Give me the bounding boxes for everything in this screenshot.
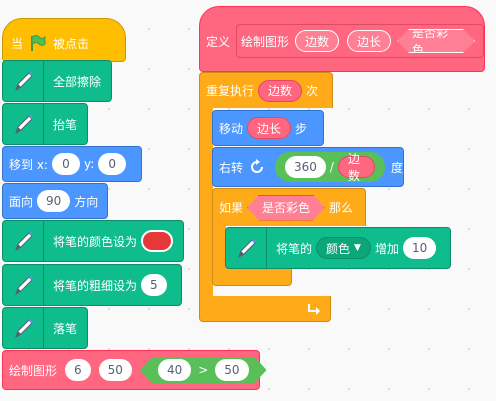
divide-operator[interactable]: 360 / 边数 bbox=[275, 152, 385, 183]
set-size-label: 将笔的粗细设为 bbox=[53, 278, 138, 293]
rotate-right-icon bbox=[249, 159, 265, 175]
set-pen-color-block[interactable]: 将笔的颜色设为 bbox=[2, 220, 184, 262]
define-name: 绘制图形 bbox=[241, 34, 290, 49]
if-block[interactable]: 如果 是否彩色 那么 bbox=[212, 188, 366, 226]
point-in-direction-block[interactable]: 面向 90 方向 bbox=[2, 183, 108, 219]
pen-up-label: 抬笔 bbox=[53, 117, 78, 132]
turn-label: 右转 bbox=[219, 160, 244, 175]
pen-param-value: 颜色 bbox=[326, 241, 351, 256]
greater-than-operator[interactable]: 40 > 50 bbox=[140, 357, 267, 383]
draw-shape-call-block[interactable]: 绘制图形 6 50 40 > 50 bbox=[2, 350, 260, 390]
turn-number-input[interactable]: 360 bbox=[285, 156, 326, 178]
param-is-colorful[interactable]: 是否彩色 bbox=[397, 29, 475, 53]
repeat-arm bbox=[199, 107, 213, 305]
call-arg-length[interactable]: 50 bbox=[98, 359, 132, 381]
erase-all-label: 全部擦除 bbox=[53, 74, 102, 89]
define-prototype: 绘制图形 边数 边长 是否彩色 bbox=[236, 24, 484, 58]
y-label: y: bbox=[83, 157, 95, 171]
set-color-label: 将笔的颜色设为 bbox=[53, 234, 138, 249]
go-to-xy-block[interactable]: 移到 x: 0 y: 0 bbox=[2, 146, 142, 182]
pen-icon bbox=[226, 228, 267, 268]
pen-up-block[interactable]: 抬笔 bbox=[2, 103, 88, 145]
set-pen-size-block[interactable]: 将笔的粗细设为 5 bbox=[2, 264, 182, 306]
x-input[interactable]: 0 bbox=[51, 153, 80, 175]
move-label: 移动 bbox=[219, 121, 244, 136]
then-label: 那么 bbox=[329, 201, 354, 215]
turn-suffix: 度 bbox=[390, 160, 403, 175]
repeat-footer bbox=[199, 296, 331, 322]
repeat-suffix: 次 bbox=[306, 84, 319, 98]
green-flag-icon bbox=[29, 34, 47, 52]
call-label: 绘制图形 bbox=[9, 363, 58, 378]
if-footer bbox=[212, 268, 292, 286]
if-label: 如果 bbox=[219, 201, 244, 215]
point-label: 面向 bbox=[9, 194, 34, 209]
pen-down-label: 落笔 bbox=[53, 321, 78, 336]
pen-param-dropdown[interactable]: 颜色 ▼ bbox=[316, 237, 371, 259]
color-swatch[interactable] bbox=[141, 230, 174, 252]
cmp-left-input[interactable]: 40 bbox=[158, 359, 191, 381]
direction-input[interactable]: 90 bbox=[37, 190, 71, 212]
when-flag-clicked-block[interactable]: 当 被点击 bbox=[2, 18, 126, 62]
repeat-label: 重复执行 bbox=[206, 84, 255, 98]
pen-down-block[interactable]: 落笔 bbox=[2, 307, 88, 349]
call-arg-sides[interactable]: 6 bbox=[65, 359, 91, 381]
change-value-input[interactable]: 10 bbox=[402, 237, 437, 259]
if-arm bbox=[212, 225, 226, 275]
param-sides[interactable]: 边数 bbox=[295, 30, 340, 52]
flag-clicked-label: 被点击 bbox=[53, 36, 90, 51]
cmp-right-input[interactable]: 50 bbox=[215, 359, 248, 381]
y-input[interactable]: 0 bbox=[98, 153, 127, 175]
turn-right-block[interactable]: 右转 360 / 边数 度 bbox=[212, 147, 404, 187]
when-label: 当 bbox=[11, 36, 24, 51]
pen-icon bbox=[3, 104, 44, 144]
turn-divisor-reporter[interactable]: 边数 bbox=[337, 152, 375, 183]
define-label: 定义 bbox=[206, 34, 231, 49]
define-block[interactable]: 定义 绘制图形 边数 边长 是否彩色 bbox=[199, 6, 485, 72]
go-to-label: 移到 x: bbox=[9, 157, 48, 172]
repeat-count-reporter[interactable]: 边数 bbox=[258, 79, 303, 102]
loop-arrow-icon bbox=[306, 302, 322, 316]
pen-icon bbox=[3, 308, 44, 348]
move-steps-reporter[interactable]: 边长 bbox=[247, 117, 292, 139]
change-label: 将笔的 bbox=[276, 241, 313, 256]
repeat-block[interactable]: 重复执行 边数 次 bbox=[199, 72, 333, 108]
pen-icon bbox=[3, 221, 44, 261]
change-pen-color-block[interactable]: 将笔的 颜色 ▼ 增加 10 bbox=[225, 227, 451, 269]
pen-icon bbox=[3, 61, 44, 101]
erase-all-block[interactable]: 全部擦除 bbox=[2, 60, 112, 102]
change-mid-label: 增加 bbox=[374, 241, 399, 256]
chevron-down-icon: ▼ bbox=[354, 243, 361, 253]
cmp-op: > bbox=[198, 363, 209, 377]
param-is-colorful-label: 是否彩色 bbox=[412, 26, 449, 57]
if-condition-reporter[interactable]: 是否彩色 bbox=[247, 195, 325, 221]
if-condition-label: 是否彩色 bbox=[262, 201, 311, 215]
pen-icon bbox=[3, 265, 44, 305]
direction-suffix: 方向 bbox=[74, 194, 99, 209]
move-steps-block[interactable]: 移动 边长 步 bbox=[212, 110, 324, 146]
divide-op: / bbox=[329, 160, 334, 174]
param-length[interactable]: 边长 bbox=[347, 30, 392, 52]
size-input[interactable]: 5 bbox=[141, 274, 167, 296]
move-suffix: 步 bbox=[295, 121, 308, 136]
